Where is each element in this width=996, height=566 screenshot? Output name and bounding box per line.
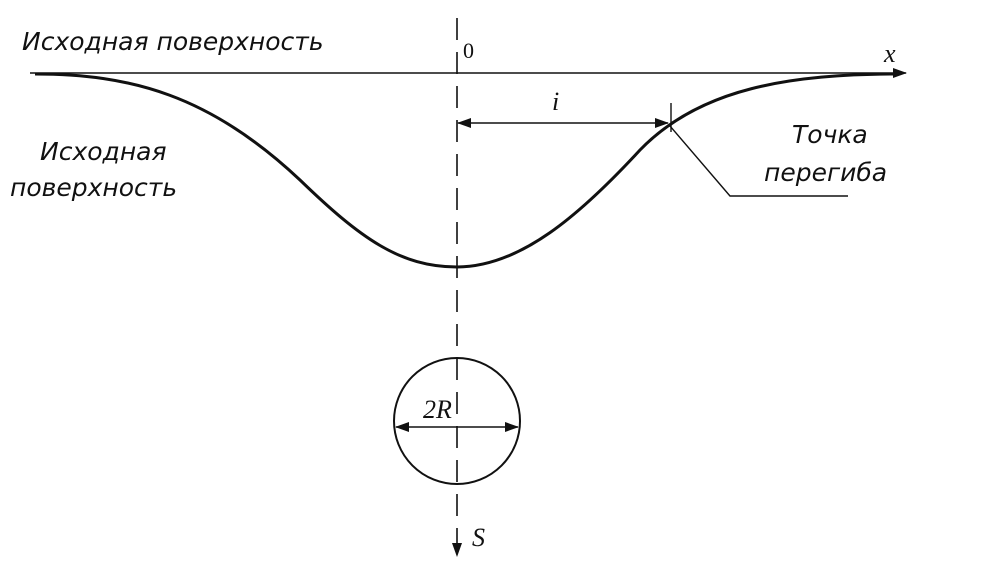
top-surface-label: Исходная поверхность [22,27,324,56]
s-axis-label: S [472,523,485,552]
inflection-label-line1: Точка [792,120,868,149]
cavity-circle [393,357,521,485]
distance-i-label: i [552,87,559,116]
left-surface-label-line1: Исходная [40,137,167,166]
origin-label: 0 [463,38,474,63]
inflection-leader [669,125,848,197]
inflection-label-line2: перегиба [764,158,887,187]
x-axis-label: x [883,39,896,68]
left-surface-label-line2: поверхность [10,173,177,202]
diameter-label: 2R [423,395,452,424]
subsidence-curve [34,72,901,269]
